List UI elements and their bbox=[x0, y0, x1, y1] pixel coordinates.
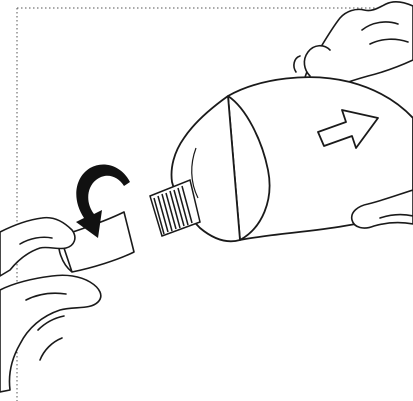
threaded-neck bbox=[150, 180, 200, 236]
